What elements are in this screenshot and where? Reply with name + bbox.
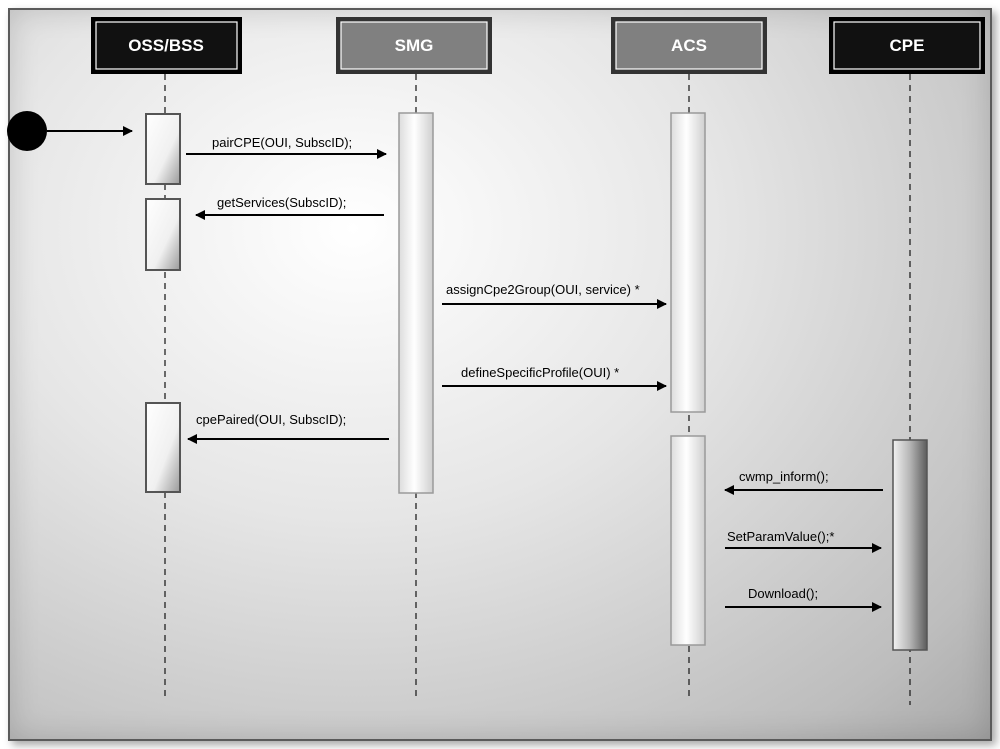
participant-acs: ACS (611, 17, 767, 74)
activation-acs-2 (670, 435, 706, 646)
activation-cpe (892, 439, 928, 651)
message-label-cwmp-inform: cwmp_inform(); (739, 469, 829, 484)
participant-smg: SMG (336, 17, 492, 74)
activations (145, 112, 928, 651)
message-label-pair-cpe: pairCPE(OUI, SubscID); (212, 135, 352, 150)
participant-cpe: CPE (829, 17, 985, 74)
participant-oss-bss: OSS/BSS (91, 17, 242, 74)
start-node (7, 111, 47, 151)
activation-oss-1 (145, 113, 181, 185)
message-label-download: Download(); (748, 586, 818, 601)
participant-label-smg: SMG (395, 36, 434, 55)
activation-oss-3 (145, 402, 181, 493)
message-download: Download(); (725, 586, 882, 612)
lifelines (164, 74, 911, 705)
activation-acs-1 (670, 112, 706, 413)
message-get-services: getServices(SubscID); (195, 195, 384, 220)
message-label-set-param-value: SetParamValue();* (727, 529, 834, 544)
message-label-cpe-paired: cpePaired(OUI, SubscID); (196, 412, 346, 427)
participant-label-oss-bss: OSS/BSS (128, 36, 204, 55)
activation-smg (398, 112, 434, 494)
activation-oss-2 (145, 198, 181, 271)
message-label-assign-cpe2group: assignCpe2Group(OUI, service) * (446, 282, 640, 297)
participant-label-acs: ACS (671, 36, 707, 55)
message-pair-cpe: pairCPE(OUI, SubscID); (186, 135, 387, 159)
message-label-define-specific-profile: defineSpecificProfile(OUI) * (461, 365, 619, 380)
message-define-specific-profile: defineSpecificProfile(OUI) * (442, 365, 667, 391)
message-label-get-services: getServices(SubscID); (217, 195, 346, 210)
message-cpe-paired: cpePaired(OUI, SubscID); (187, 412, 389, 444)
participant-label-cpe: CPE (890, 36, 925, 55)
message-cwmp-inform: cwmp_inform(); (724, 469, 883, 495)
message-set-param-value: SetParamValue();* (725, 529, 882, 553)
message-assign-cpe2group: assignCpe2Group(OUI, service) * (442, 282, 667, 309)
